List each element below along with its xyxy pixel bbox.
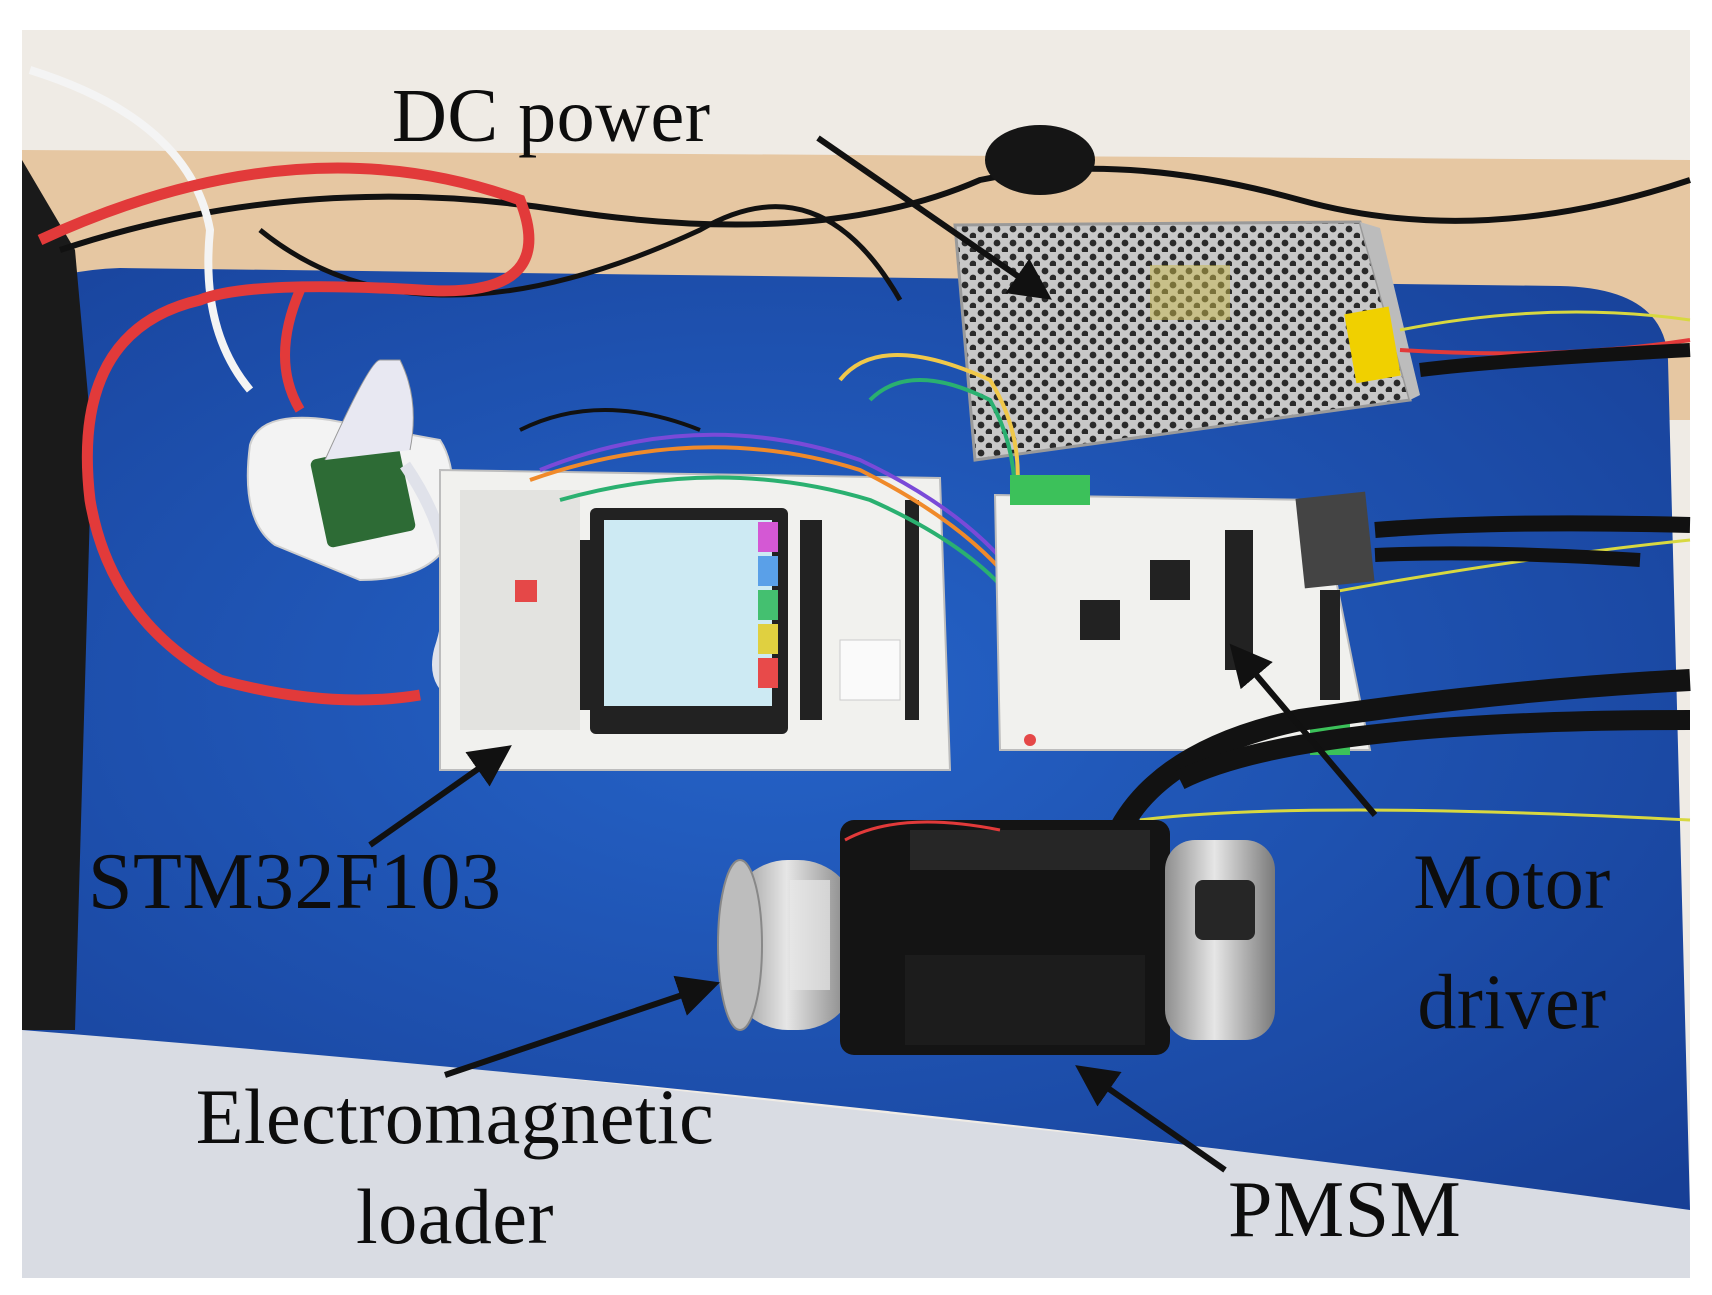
black-cable	[59, 165, 1691, 253]
grey-cloth	[22, 1020, 1690, 1278]
arrow-pmsm	[1075, 1065, 1227, 1173]
white-cable	[28, 66, 254, 393]
arrow-stm32	[368, 745, 512, 848]
motor-cable	[1089, 669, 1691, 901]
label-motor-driver-line1: Motor	[1413, 838, 1611, 925]
motor-driver-board	[993, 493, 1372, 751]
debugger-pcb	[310, 442, 416, 548]
green-terminal	[1010, 475, 1090, 505]
arrow-electromagnetic-loader	[444, 975, 720, 1078]
label-pmsm: PMSM	[1228, 1166, 1462, 1254]
label-electromagnetic-line2: loader	[356, 1173, 554, 1260]
red-usb-cable	[37, 162, 535, 706]
laptop-edge	[22, 160, 92, 1030]
label-stm32: STM32F103	[88, 838, 502, 926]
arrow-motor-driver	[1229, 643, 1378, 817]
label-electromagnetic-line1: Electromagnetic	[195, 1073, 715, 1160]
lcd-screen	[604, 520, 772, 706]
label-dc-power: DC power	[392, 74, 711, 158]
label-motor-driver-line2: driver	[1417, 958, 1607, 1045]
cable-coil	[985, 125, 1095, 195]
arrow-dc-power	[816, 135, 1052, 300]
